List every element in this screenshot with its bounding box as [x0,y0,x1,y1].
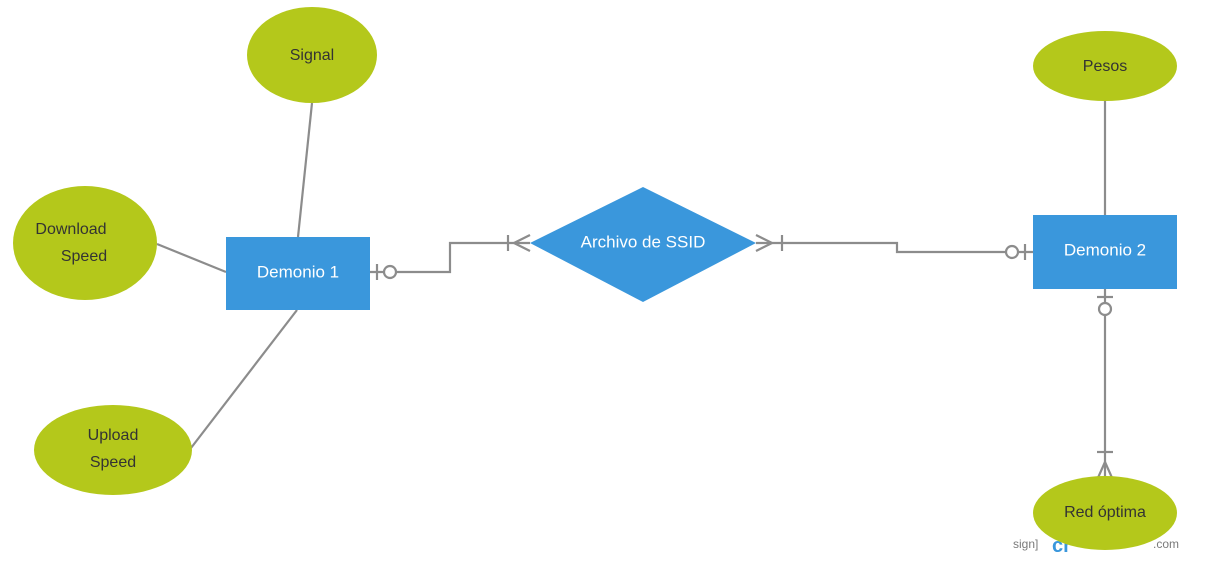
watermark-suffix: .com [1153,537,1179,551]
attribute-upload-speed-line2: Speed [90,454,136,471]
attribute-download-speed-line1: Download [35,221,106,238]
attribute-signal-label: Signal [290,47,334,64]
attribute-upload-speed[interactable]: Upload Speed [34,405,192,495]
link-relationship-demonio2 [756,241,1033,254]
one-or-many-marker-relationship-right [755,234,784,252]
entity-demonio-1-label: Demonio 1 [257,262,339,281]
attribute-pesos[interactable]: Pesos [1033,31,1177,101]
link-upload-demonio1 [190,309,298,449]
cardinality-markers [375,234,1115,481]
connectors [156,100,1107,480]
relationship-archivo-de-ssid[interactable]: Archivo de SSID [530,187,756,302]
link-download-demonio1 [156,242,227,274]
attribute-pesos-label: Pesos [1083,58,1127,75]
attribute-upload-speed-line1: Upload [88,427,139,444]
zero-or-one-marker-demonio2-left [1004,244,1027,260]
entity-demonio-1[interactable]: Demonio 1 [226,237,370,310]
attribute-download-speed[interactable]: Download Speed [13,186,157,300]
entity-demonio-2[interactable]: Demonio 2 [1033,215,1177,289]
attribute-signal[interactable]: Signal [247,7,377,103]
link-demonio1-relationship [370,241,530,274]
watermark-prefix: sign] [1013,537,1038,551]
one-or-many-marker-relationship-left [506,234,531,252]
attribute-download-speed-line2: Speed [61,248,107,265]
link-signal-demonio1 [296,102,314,238]
zero-or-one-marker-demonio1 [375,264,398,280]
relationship-archivo-de-ssid-label: Archivo de SSID [581,232,706,251]
attribute-red-optima[interactable]: Red óptima [1033,476,1177,550]
zero-or-one-marker-demonio2-bottom [1097,295,1113,317]
attribute-red-optima-label: Red óptima [1064,504,1146,521]
entity-demonio-2-label: Demonio 2 [1064,240,1146,259]
